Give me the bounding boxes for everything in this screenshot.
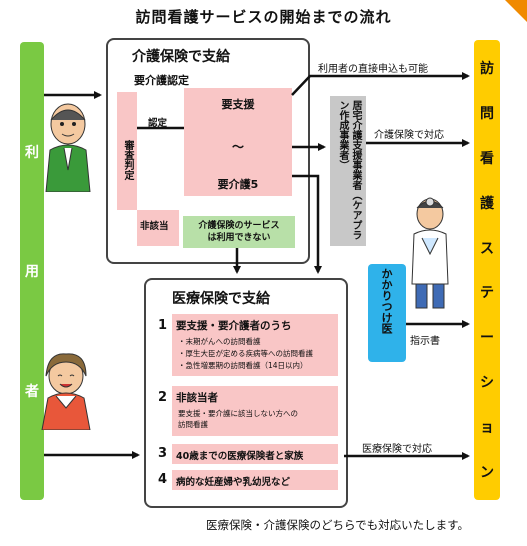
shinsa-box (117, 92, 137, 210)
instruction-label: 指示書 (410, 336, 440, 347)
care-plan-box (330, 96, 366, 246)
iryo-item-line: ・急性増悪期の訪問看護（14日以内） (178, 361, 308, 370)
station-bar-char: 護 (480, 195, 494, 212)
station-bar-char: 問 (480, 106, 494, 123)
iryo-item-box (172, 444, 338, 464)
doctor-box (368, 264, 406, 362)
unavailable-box (183, 216, 295, 248)
iryo-item-number: 1 (158, 318, 168, 333)
station-bar-char: ー (480, 330, 494, 347)
elderly-man-illustration (45, 103, 91, 192)
yokaigo-label: 要介護5 (217, 178, 259, 191)
page-title: 訪問看護サービスの開始までの流れ (135, 8, 392, 26)
care-plan-label: 居宅介護支援事業者（ケアプラン作成事業者） (337, 100, 361, 240)
higaito-label: 非該当 (140, 221, 169, 232)
iryo-item-heading: 40歳までの医療保険者と家族 (176, 451, 304, 462)
iryo-item-heading: 要支援・要介護者のうち (176, 320, 292, 332)
user-bar-char: 利 (25, 144, 39, 161)
unavailable-line-1: 介護保険のサービス (198, 221, 280, 231)
nintei-label: 認定 (148, 118, 168, 129)
iryo-item-number: 4 (158, 472, 168, 487)
iryo-item-line: ・厚生大臣が定める疾病等への訪問看護 (178, 349, 313, 358)
user-bar-char: 用 (25, 264, 39, 280)
elderly-woman-illustration (41, 353, 91, 430)
corner-decoration (505, 0, 527, 22)
station-bar-char: ン (480, 464, 494, 481)
yoshien-label: 要支援 (221, 98, 255, 111)
shinsa-label: 審査判定 (122, 140, 133, 180)
iryo-item-box (172, 314, 338, 376)
iryo-item-number: 2 (158, 390, 168, 405)
kaigo-response-label: 介護保険で対応 (374, 130, 444, 141)
station-bar-char: 訪 (480, 61, 494, 78)
station-bar-char: テ (480, 285, 494, 302)
iryo-title: 医療保険で支給 (172, 291, 270, 307)
iryo-item-heading: 病的な妊産婦や乳幼児など (176, 477, 291, 488)
kaigo-title: 介護保険で支給 (132, 49, 230, 65)
iryo-item-number: 3 (158, 446, 168, 461)
user-bar-char: 者 (25, 383, 39, 400)
kaigo-subtitle: 要介護認定 (134, 74, 189, 87)
station-bar-char: 看 (480, 150, 494, 167)
tilde-label: 〜 (231, 140, 244, 154)
station-bar: 訪 問 看 護 ス テ ー シ ョ ン (474, 40, 500, 500)
footer-note: 医療保険・介護保険のどちらでも対応いたします。 (206, 518, 470, 532)
doctor-label: かかりつけ医 (380, 268, 393, 334)
direct-apply-label: 利用者の直接申込も可能 (318, 64, 428, 75)
unavailable-line-2: は利用できない (207, 233, 271, 243)
iryo-item-line: ・末期がんへの訪問看護 (178, 337, 261, 346)
iryo-item-box (172, 386, 338, 436)
iryo-item-heading: 非該当者 (176, 392, 218, 404)
higaito-box (137, 210, 179, 246)
unavailable-text: 介護保険のサービス は利用できない (183, 220, 295, 244)
iryo-item-box (172, 470, 338, 490)
doctor-illustration (411, 197, 449, 309)
iryo-response-label: 医療保険で対応 (362, 444, 432, 455)
user-bar: 利 用 者 (20, 42, 44, 500)
care-level-box (184, 88, 292, 196)
iryo-item-line: 要支援・要介護に該当しない方への (178, 409, 298, 418)
station-bar-char: ス (480, 240, 494, 257)
station-bar-char: シ (480, 374, 494, 391)
station-bar-char: ョ (480, 419, 494, 436)
iryo-item-line: 訪問看護 (178, 420, 208, 429)
